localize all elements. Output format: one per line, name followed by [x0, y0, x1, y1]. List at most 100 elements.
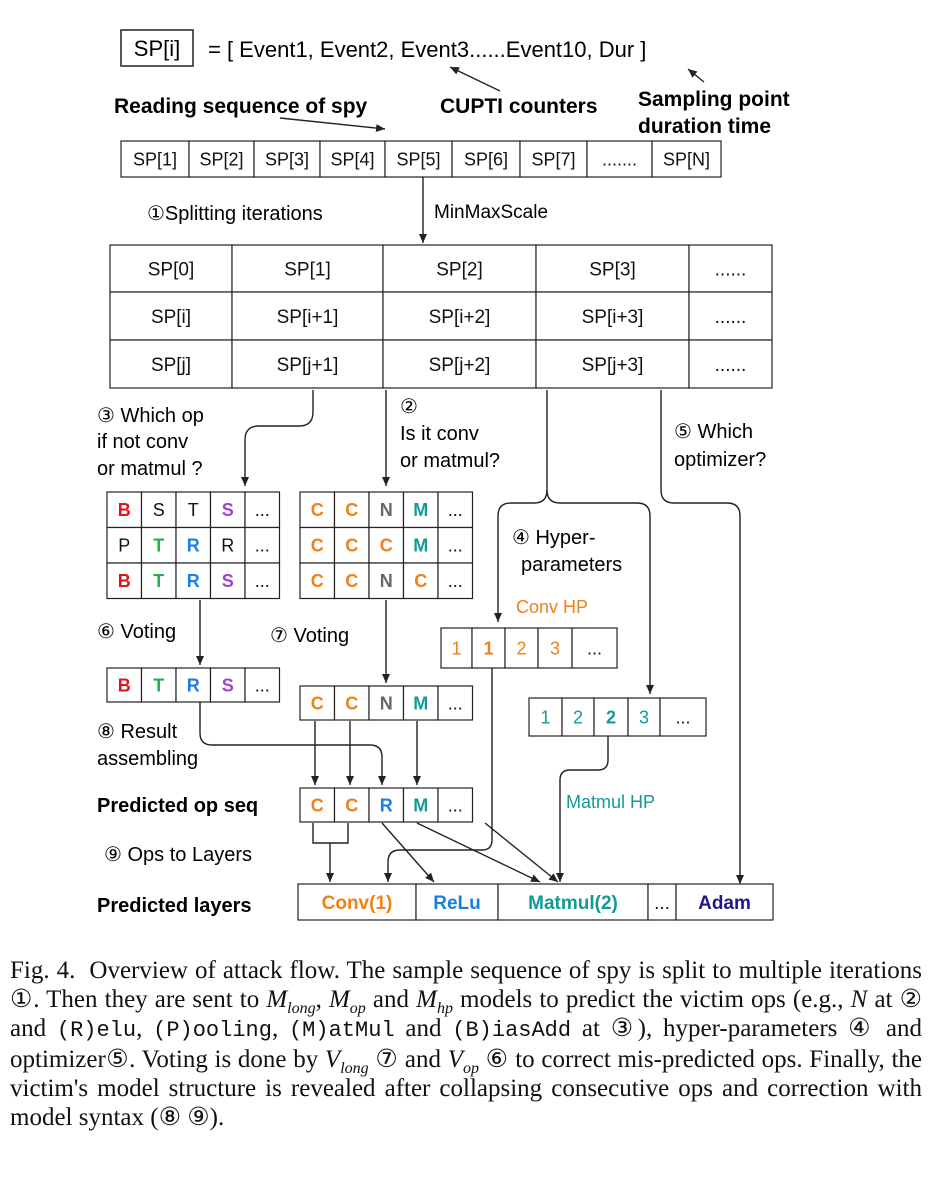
caption-and2: and: [394, 1015, 453, 1042]
conv-hp-to-layer-arrow: [384, 668, 493, 882]
grid-letter: C: [345, 536, 358, 556]
split-cell-text: SP[j+1]: [277, 355, 339, 376]
row-letter: M: [413, 795, 428, 815]
row-letter-cell: [368, 787, 405, 823]
sequence-item: SP[3]: [265, 149, 309, 169]
voting6-label: ⑥ Voting: [97, 621, 176, 643]
caption-m-long: M: [266, 986, 288, 1013]
grid-letter: C: [311, 536, 324, 556]
grid-letter-cell: [140, 526, 177, 564]
to-ops-grid-arrow: [241, 390, 314, 486]
conv-hp-value: 1: [451, 638, 461, 658]
ops-to-layers-label: ⑨ Ops to Layers: [104, 844, 252, 866]
matmul-hp-value-cell: [593, 697, 629, 737]
caption-m-hp: M: [416, 986, 437, 1013]
ops-collapse-bracket: [312, 823, 349, 882]
row-letter: R: [380, 795, 393, 815]
grid-letter-cell: [209, 526, 246, 564]
conv-hp-label: Conv HP: [516, 597, 588, 617]
step4-label-2: parameters: [521, 554, 622, 576]
grid-letter: T: [153, 536, 164, 556]
split-cell-text: SP[0]: [148, 259, 194, 280]
grid-letter: R: [221, 536, 234, 556]
grid-letter-cell: [175, 562, 212, 600]
split-cell-text: SP[j+3]: [582, 355, 644, 376]
grid-letter-cell: [140, 562, 177, 600]
row-letter: C: [345, 795, 358, 815]
row-letter: M: [413, 693, 428, 713]
sp-label: SP[i]: [134, 36, 180, 61]
sequence-item: SP[1]: [133, 149, 177, 169]
grid-letter-cell: [244, 491, 281, 529]
minmax-label: MinMaxScale: [434, 202, 548, 223]
step5-label-1: ⑤ Which: [674, 421, 753, 443]
grid-letter-cell: [140, 491, 177, 529]
grid-letter: ...: [448, 500, 463, 520]
step3-label-2: if not conv: [97, 431, 188, 453]
grid-letter: S: [153, 500, 165, 520]
caption-p3: at ② and: [10, 986, 923, 1042]
caption-matmul-code: (M)atMul: [288, 1018, 395, 1043]
grid-letter-cell: [244, 562, 281, 600]
caption-fig: Fig. 4.: [10, 957, 76, 984]
grid-letter: ...: [255, 500, 270, 520]
caption-m-op: M: [328, 986, 350, 1013]
step2-label-1: ②: [400, 396, 418, 418]
grid-letter-cell: [106, 562, 143, 600]
caption-m-long-sub: long: [287, 1000, 316, 1017]
predicted-layer: ...: [654, 893, 670, 914]
row-letter-cell: [333, 685, 370, 721]
grid-letter: M: [413, 536, 428, 556]
grid-letter: C: [311, 571, 324, 591]
step2-label-2: Is it conv: [400, 423, 479, 445]
to-matmul-hp-arrow: [546, 489, 654, 694]
row-letter: C: [311, 795, 324, 815]
sequence-item-cell: [120, 140, 190, 178]
grid-letter: R: [187, 571, 200, 591]
caption-p5: ⑦ and: [368, 1046, 448, 1073]
row-letter-cell: [437, 685, 474, 721]
sampling-label-2: duration time: [638, 115, 771, 138]
split-cell-text: SP[i+3]: [582, 307, 644, 328]
caption-and1: and: [365, 986, 417, 1013]
grid-letter: ...: [448, 571, 463, 591]
sequence-item-cell: [188, 140, 255, 178]
conv-hp-value-cell: [471, 627, 506, 669]
sequence-item: SP[N]: [663, 149, 710, 169]
sequence-item-cell: [519, 140, 588, 178]
caption-sep1: ,: [315, 986, 329, 1013]
caption-pool-code: (P)ooling: [153, 1018, 272, 1043]
predicted-layer: Matmul(2): [528, 893, 618, 914]
split-cell-text-cell: [535, 339, 690, 389]
spy-sequence: SP[1]SP[2]SP[3]SP[4]SP[5]SP[6]SP[7].....…: [120, 140, 722, 178]
grid-letter: T: [153, 571, 164, 591]
split-cell-text-cell: [382, 339, 537, 389]
row-letter-cell: [140, 667, 177, 703]
row-letter: N: [380, 693, 393, 713]
split-cell-text-cell: [535, 244, 690, 293]
row-letter: B: [118, 675, 131, 695]
sp-label-box: [120, 29, 194, 67]
to-hp-split: [494, 390, 548, 622]
predicted-layer: ReLu: [433, 893, 481, 914]
split-cell-text-cell: [382, 244, 537, 293]
split-cell-text: SP[i+2]: [429, 307, 491, 328]
row-letter: ...: [255, 675, 270, 695]
matmul-hp-to-layer-arrow: [556, 736, 609, 882]
grid-letter-cell: [175, 491, 212, 529]
conv-hp-value-cell: [537, 627, 573, 669]
sequence-item-cell: [451, 140, 521, 178]
split-cell-text-cell: [688, 244, 773, 293]
caption-m-op-sub: op: [349, 1000, 366, 1017]
split-cell-text-cell: [231, 244, 384, 293]
caption-v-long: V: [324, 1046, 341, 1073]
caption-c1: ,: [136, 1015, 154, 1042]
predicted-layer: Adam: [698, 893, 751, 914]
conv-hp-value-cell: [440, 627, 473, 669]
predicted-layer-cell: [647, 883, 677, 921]
split-cell-text-cell: [535, 291, 690, 341]
figure-caption: Fig. 4. Overview of attack flow. The sam…: [10, 956, 922, 1132]
